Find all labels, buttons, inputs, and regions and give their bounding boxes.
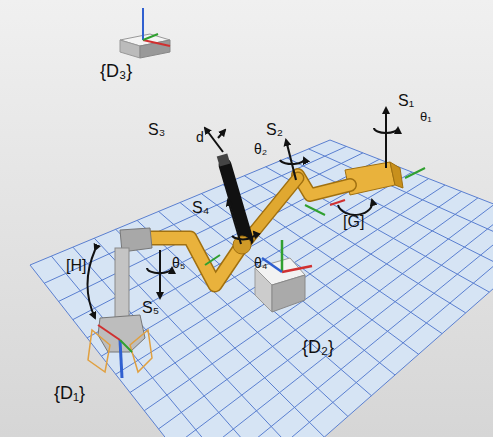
grid-line bbox=[159, 198, 478, 429]
joint-variable: θ₁ bbox=[420, 110, 432, 123]
axis-label: S₁ bbox=[398, 93, 414, 109]
constraint-label: [H] bbox=[66, 258, 86, 274]
grid-line bbox=[73, 247, 277, 437]
floor-grid bbox=[30, 140, 493, 437]
floor bbox=[30, 140, 493, 437]
grid-line bbox=[144, 191, 461, 410]
grid-line bbox=[287, 158, 493, 272]
constraint-label: [G] bbox=[343, 214, 364, 230]
frame-label: {D₃} bbox=[100, 62, 132, 80]
joint-variable: θ₂ bbox=[254, 142, 267, 156]
grid-line bbox=[244, 176, 465, 313]
axis-label: S₂ bbox=[266, 122, 283, 138]
frame-d3 bbox=[120, 8, 170, 58]
frame-label: {D₂} bbox=[302, 338, 334, 356]
grid-line bbox=[230, 230, 493, 437]
frame-label: {D₁} bbox=[54, 384, 85, 402]
joint-variable: θ₅ bbox=[172, 256, 185, 270]
joint-variable: d bbox=[196, 130, 204, 144]
grid-line bbox=[130, 185, 445, 393]
grid-line bbox=[201, 194, 418, 355]
robot-arm bbox=[88, 155, 425, 378]
grid-line bbox=[187, 211, 493, 437]
grid-line bbox=[101, 172, 412, 356]
grid-line bbox=[116, 179, 429, 375]
grid-line bbox=[223, 185, 442, 334]
axis-label: S₃ bbox=[148, 122, 165, 138]
axis-label: S₄ bbox=[192, 200, 209, 216]
joint-variable: θ₄ bbox=[254, 256, 268, 270]
frame-d2 bbox=[255, 240, 312, 312]
grid-line bbox=[309, 149, 493, 251]
grid-line bbox=[216, 224, 493, 437]
grid-line bbox=[87, 166, 396, 338]
axis-label: S₅ bbox=[142, 300, 159, 316]
joint-axes bbox=[88, 108, 399, 318]
